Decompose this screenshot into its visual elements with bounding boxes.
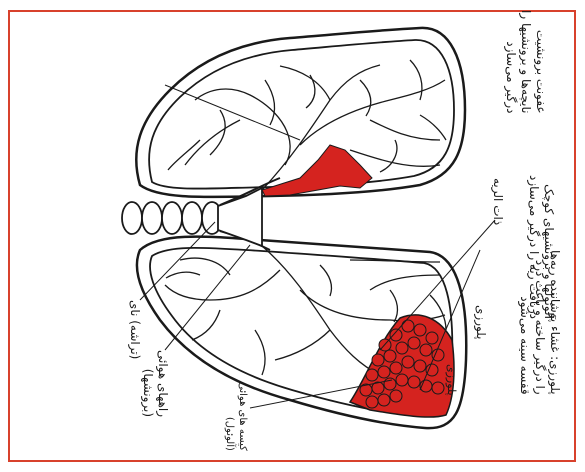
label-pleurisy-short: پلورزی xyxy=(444,364,458,396)
upper-lung-outline xyxy=(136,28,465,197)
label-airways: راههای هوائی (برونشها) xyxy=(140,350,170,417)
label-bronchiole-infection: عفونت برونشیت نایچه‌ها و برونشیها را درگ… xyxy=(503,10,548,113)
trachea xyxy=(122,202,222,234)
label-pleurisy-description: پلورزی: غشاء پوشاننده ریه‌ها را درگیر سا… xyxy=(517,250,562,395)
label-air-sacs: کیسه های هوائی (آلوئول) xyxy=(223,382,248,451)
label-pneumonia: ذات الریه xyxy=(490,178,505,225)
label-pleura: پلورزی xyxy=(473,305,488,340)
